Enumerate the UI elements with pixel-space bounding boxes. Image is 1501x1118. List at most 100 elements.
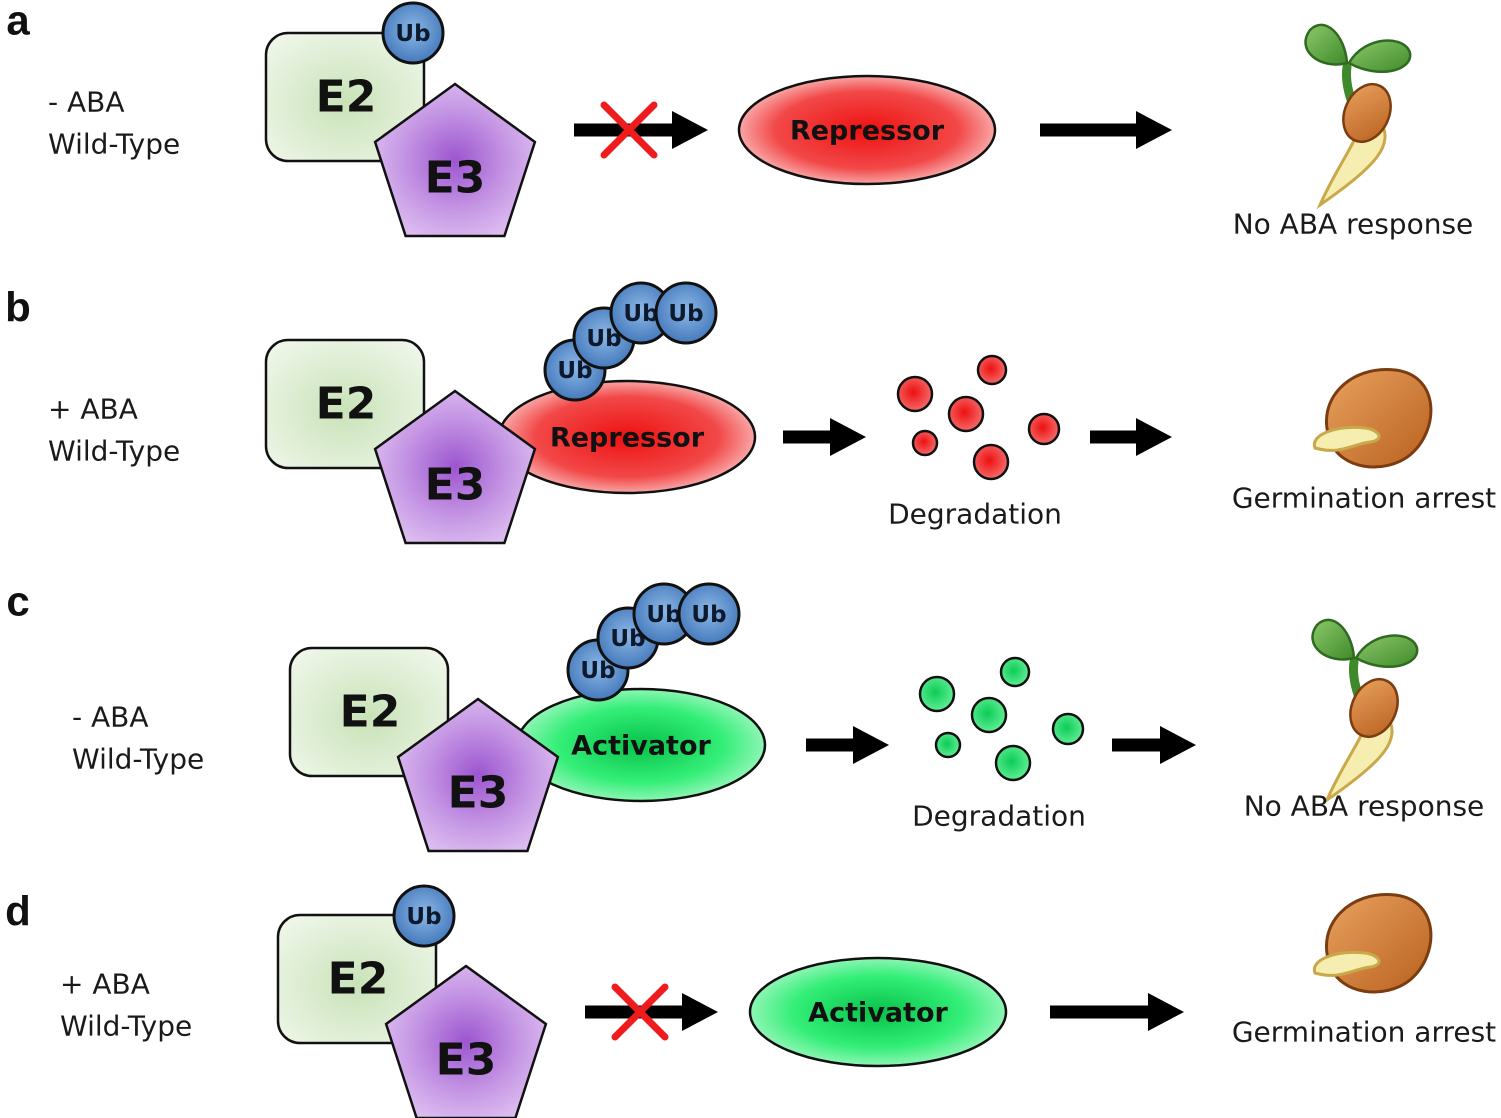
e3-label: E3 xyxy=(425,153,486,204)
ub-label: Ub xyxy=(395,21,430,47)
target-protein: Repressor xyxy=(737,74,997,186)
ubiquitin-ball: Ub xyxy=(609,281,673,345)
outcome-arrow xyxy=(1040,111,1172,149)
e2-box xyxy=(276,913,438,1045)
fragment-dot xyxy=(934,731,962,759)
condition-label: - ABA xyxy=(48,86,125,119)
ubiquitin-chain: Ub xyxy=(392,884,456,948)
e2-label: E2 xyxy=(328,954,389,1005)
seed-icon xyxy=(1312,368,1433,469)
fragment-dot xyxy=(994,744,1032,782)
fragment-dot xyxy=(972,443,1010,481)
arrow-head xyxy=(853,726,889,764)
e2-enzyme: E2 xyxy=(288,646,450,778)
ub-label: Ub xyxy=(623,301,658,327)
e2-label: E2 xyxy=(316,72,377,123)
arrow-head xyxy=(1160,726,1196,764)
ub-circle xyxy=(381,1,445,65)
fragment-dot xyxy=(911,429,939,457)
panel-label: d xyxy=(5,888,31,935)
target-label: Repressor xyxy=(550,423,705,454)
condition-label: + ABA xyxy=(48,393,138,426)
ub-label: Ub xyxy=(668,301,703,327)
e2-enzyme: E2 xyxy=(276,913,438,1045)
fragment-dot xyxy=(896,375,934,413)
e3-ligase: E3 xyxy=(396,697,560,853)
panel-label: b xyxy=(5,284,31,331)
panel-label: c xyxy=(6,578,29,625)
genotype-label: Wild-Type xyxy=(48,435,180,468)
arrow-head xyxy=(830,418,866,456)
genotype-label: Wild-Type xyxy=(60,1010,192,1043)
e3-pentagon xyxy=(384,964,548,1118)
outcome-arrow xyxy=(1050,993,1184,1031)
target-ellipse xyxy=(737,74,997,186)
reaction-arrow xyxy=(806,726,889,764)
degradation-fragments xyxy=(896,354,1061,481)
block-stroke xyxy=(611,983,669,1041)
ub-circle xyxy=(677,582,741,646)
outcome-label: No ABA response xyxy=(1244,790,1485,823)
seedling-icon xyxy=(1304,23,1412,210)
panel-label: a xyxy=(6,0,30,44)
radicle xyxy=(1312,425,1381,452)
target-protein: Activator xyxy=(515,687,767,803)
target-protein: Activator xyxy=(748,956,1008,1068)
fragment-dot xyxy=(970,696,1008,734)
ub-label: Ub xyxy=(406,904,441,930)
genotype-label: Wild-Type xyxy=(48,128,180,161)
radicle xyxy=(1312,950,1381,977)
leaf-left xyxy=(1304,23,1349,66)
target-protein: Repressor xyxy=(497,379,757,495)
arrow-head xyxy=(1136,418,1172,456)
e3-label: E3 xyxy=(425,460,486,511)
ub-circle xyxy=(392,884,456,948)
ub-circle xyxy=(654,281,718,345)
outcome-label: No ABA response xyxy=(1233,208,1474,241)
fragment-dot xyxy=(1051,712,1085,746)
blocked-mark xyxy=(600,101,658,159)
leaf-right xyxy=(1354,634,1419,668)
e2-box xyxy=(288,646,450,778)
fragment-dot xyxy=(976,354,1008,386)
e3-pentagon xyxy=(373,389,537,545)
ubiquitin-ball: Ub xyxy=(392,884,456,948)
target-label: Activator xyxy=(808,998,948,1029)
ubiquitin-chain: Ub xyxy=(381,1,445,65)
arrow-head xyxy=(682,993,718,1031)
outcome-label: Germination arrest xyxy=(1232,482,1496,515)
target-label: Repressor xyxy=(790,116,945,147)
e3-pentagon xyxy=(396,697,560,853)
e3-ligase: E3 xyxy=(373,389,537,545)
condition-label: - ABA xyxy=(72,701,149,734)
panel-d: d+ ABAWild-TypeE2ActivatorE3UbGerminatio… xyxy=(5,884,1496,1118)
leaf-left xyxy=(1311,618,1356,661)
fragment-dot xyxy=(947,395,985,433)
degradation-fragments xyxy=(918,656,1085,782)
ubiquitin-ball: Ub xyxy=(654,281,718,345)
seed-coat xyxy=(1324,893,1433,994)
block-stroke xyxy=(600,101,658,159)
arrow-head xyxy=(1148,993,1184,1031)
ub-label: Ub xyxy=(646,602,681,628)
arrow-head xyxy=(672,111,708,149)
reaction-arrow xyxy=(783,418,866,456)
e2-enzyme: E2 xyxy=(264,338,426,470)
e3-pentagon xyxy=(373,82,537,238)
degradation-label: Degradation xyxy=(888,498,1062,531)
e3-ligase: E3 xyxy=(373,82,537,238)
outcome-label: Germination arrest xyxy=(1232,1016,1496,1049)
arrow-head xyxy=(1136,111,1172,149)
e3-label: E3 xyxy=(436,1035,497,1086)
fragment-dot xyxy=(999,656,1031,688)
outcome-arrow xyxy=(1112,726,1196,764)
ubiquitin-ball: Ub xyxy=(381,1,445,65)
seed-coat xyxy=(1349,678,1399,738)
outcome-arrow xyxy=(1090,418,1172,456)
e2-label: E2 xyxy=(316,379,377,430)
blocked-mark xyxy=(611,983,669,1041)
e2-label: E2 xyxy=(340,687,401,738)
